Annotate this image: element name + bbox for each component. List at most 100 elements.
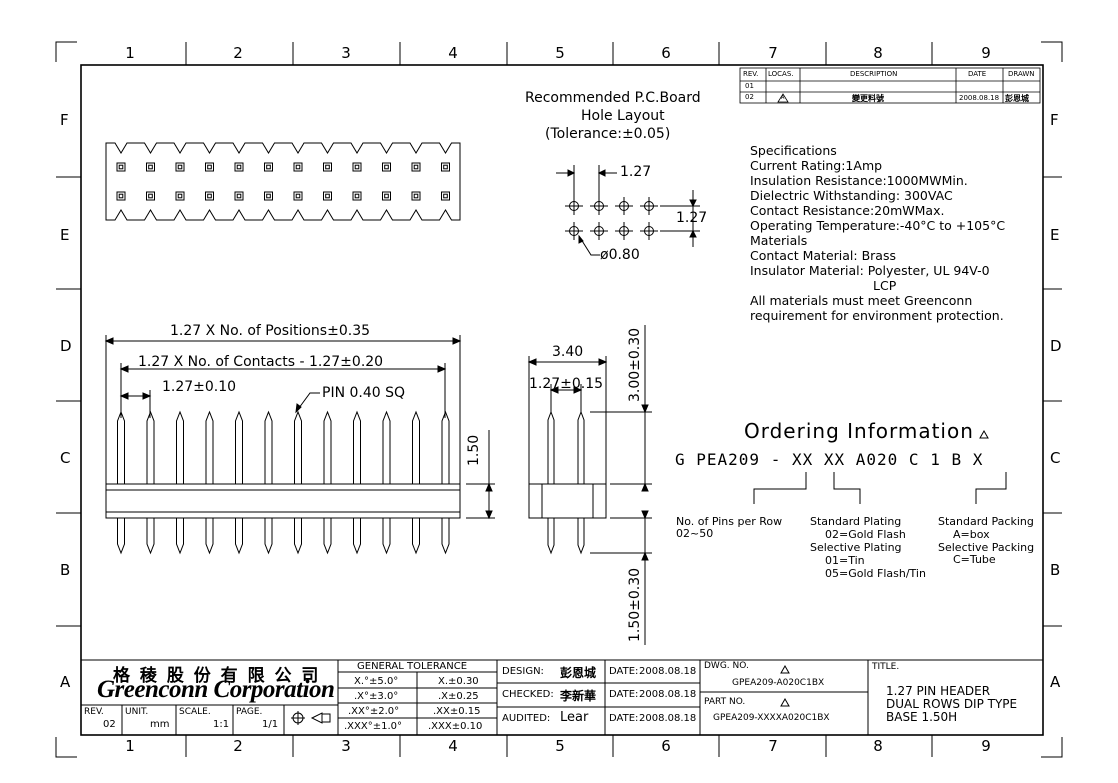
spec-materials: Materials [750, 233, 808, 248]
pin-square [205, 162, 214, 172]
spec-requirement-1: All materials must meet Greenconn [750, 293, 973, 308]
date-design: 2008.08.18 [639, 666, 697, 677]
date-checked: 2008.08.18 [639, 689, 697, 700]
audited-name: Lear [560, 710, 589, 725]
pin-square [205, 191, 214, 201]
tol-linear-2: .XX±0.15 [433, 706, 481, 717]
title-block-grid [81, 659, 1043, 735]
zone-row-d: D [1050, 337, 1062, 355]
title-line-3: BASE 1.50H [886, 710, 958, 724]
pin-square [234, 162, 244, 172]
design-label: DESIGN: [502, 666, 544, 677]
part-no-label: PART NO. [704, 697, 746, 707]
header-side-view [527, 325, 652, 645]
dim-side-pitch: 1.27±0.15 [529, 376, 604, 392]
packing-standard: Standard Packing [938, 515, 1034, 528]
zone-col-5: 5 [555, 737, 565, 755]
spec-operating-temp: Operating Temperature:-40°C to +105°C [750, 218, 1006, 233]
pin-square [441, 162, 450, 172]
date-label-3: DATE: [609, 713, 639, 724]
spec-current-rating: Current Rating:1Amp [750, 158, 883, 173]
plating-selective: Selective Plating [810, 541, 902, 554]
dwg-no-label: DWG. NO. [704, 661, 749, 671]
tol-linear-1: .X±0.25 [438, 691, 479, 702]
spec-contact-resistance: Contact Resistance:20mWMax. [750, 203, 945, 218]
header-pin [235, 410, 243, 555]
pin-square [411, 162, 421, 172]
title-label: TITLE. [872, 662, 900, 672]
plating-tin: 01=Tin [825, 554, 865, 567]
packing-selective: Selective Packing [938, 541, 1035, 554]
tol-angle-2: .XX°±2.0° [348, 706, 400, 717]
header-top-view [105, 142, 461, 221]
pin-square [264, 191, 273, 201]
pin-square [441, 191, 450, 201]
specifications-block: Specifications Current Rating:1Amp Insul… [750, 143, 1040, 333]
pin-square [382, 191, 391, 201]
rev-header-locas: LOCAS. [768, 70, 794, 78]
header-pin [176, 410, 184, 555]
rev-header-rev: REV. [743, 70, 759, 78]
design-name: 彭恩城 [560, 666, 597, 680]
pin-square [323, 162, 332, 172]
dim-side-top: 3.00±0.30 [627, 327, 643, 402]
zone-row-f: F [60, 111, 69, 129]
zone-row-b: B [1050, 561, 1061, 579]
pcb-title-line-1: Recommended P.C.Board [525, 90, 701, 106]
company-name-cn: 格 稜 股 份 有 限 公 司 [113, 666, 321, 686]
title-line-2: DUAL ROWS DIP TYPE [886, 697, 1018, 711]
dim-positions: 1.27 X No. of Positions±0.35 [170, 323, 371, 339]
pin-size-callout: PIN 0.40 SQ [322, 385, 406, 401]
zone-col-8: 8 [873, 737, 883, 755]
pcb-hole [615, 197, 633, 215]
page-value: 1/1 [262, 719, 279, 730]
pcb-hole [590, 222, 608, 240]
date-label-2: DATE: [609, 689, 639, 700]
packing-box: A=box [953, 528, 990, 541]
packing-tube: C=Tube [953, 553, 996, 566]
pin-square [411, 191, 421, 201]
scale-value: 1:1 [213, 719, 230, 730]
header-pin [264, 410, 273, 555]
header-pin [294, 410, 302, 555]
pin-square [352, 162, 362, 172]
zone-col-4: 4 [448, 44, 458, 62]
pin-square [382, 162, 391, 172]
rev-row2-description: 變更料號 [852, 94, 884, 103]
pcb-hole [565, 222, 583, 240]
company-name-en: Greenconn Corporation [97, 676, 335, 703]
ordering-pins-label: No. of Pins per Row [676, 515, 783, 528]
pin-square [116, 191, 126, 201]
zone-col-3: 3 [341, 44, 351, 62]
rev-row1-rev: 01 [745, 82, 754, 90]
revision-table-grid [739, 67, 1041, 104]
header-pin [205, 410, 214, 555]
pcb-hole-diameter: ø0.80 [600, 247, 640, 263]
unit-value: mm [150, 719, 170, 730]
spec-insulator-material: Insulator Material: Polyester, UL 94V-0 [750, 263, 990, 278]
ordering-brackets [753, 429, 1007, 504]
page-label: PAGE. [236, 707, 263, 717]
pin-square [293, 162, 303, 172]
spec-title: Specifications [750, 143, 837, 158]
zone-col-9: 9 [981, 44, 991, 62]
zone-row-c: C [1050, 449, 1061, 467]
rev-row2-rev: 02 [745, 93, 754, 101]
part-no-value: GPEA209-XXXXA020C1BX [713, 713, 830, 723]
dim-front-pitch: 1.27±0.10 [162, 379, 237, 395]
pin-square [352, 191, 362, 201]
zone-col-4: 4 [448, 737, 458, 755]
rev-value: 02 [103, 719, 116, 730]
title-line-1: 1.27 PIN HEADER [886, 684, 991, 698]
zone-row-a: A [1050, 673, 1061, 691]
pcb-title-line-2: Hole Layout [581, 108, 665, 124]
ordering-title: Ordering Information [744, 419, 974, 443]
zone-col-2: 2 [233, 44, 243, 62]
zone-row-f: F [1050, 111, 1059, 129]
tol-angle-0: X.°±5.0° [354, 676, 399, 687]
header-pin [412, 410, 420, 555]
zone-row-d: D [60, 337, 72, 355]
zone-row-e: E [60, 226, 70, 244]
plating-standard: Standard Plating [810, 515, 902, 528]
